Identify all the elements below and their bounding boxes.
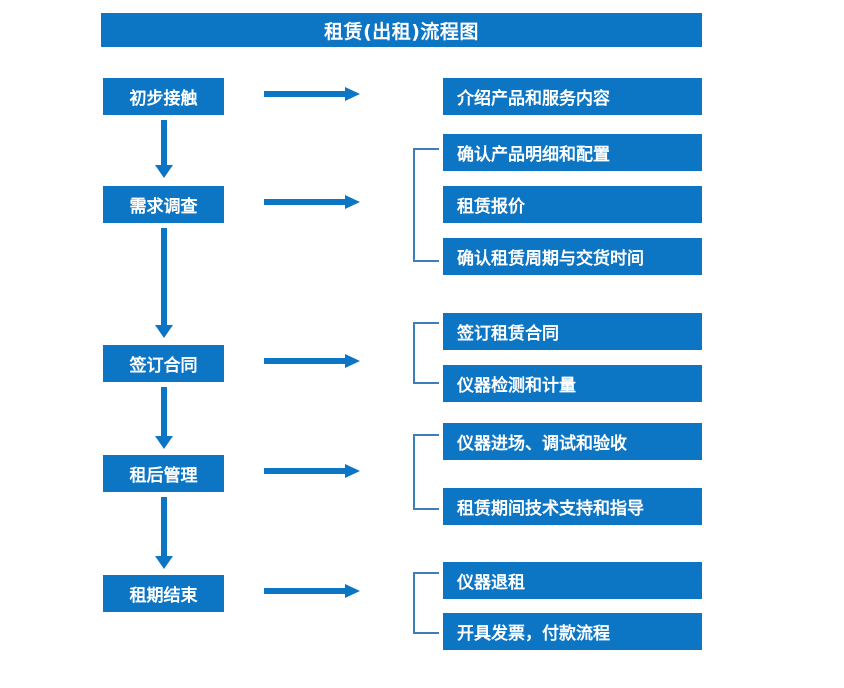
arrow-down-icon-4 xyxy=(155,497,173,569)
arrow-head xyxy=(345,195,360,209)
arrow-head xyxy=(345,584,360,598)
stage-box-4[interactable]: 租后管理 xyxy=(103,455,224,492)
arrow-right-icon-4 xyxy=(264,464,360,478)
bracket-connector-3 xyxy=(413,322,439,384)
stage-box-5[interactable]: 租期结束 xyxy=(103,575,224,612)
arrow-shaft xyxy=(161,387,167,436)
arrow-head xyxy=(155,165,173,178)
arrow-shaft xyxy=(264,91,346,97)
detail-box-1-1[interactable]: 介绍产品和服务内容 xyxy=(443,78,702,115)
arrow-down-icon-1 xyxy=(155,120,173,178)
arrow-shaft xyxy=(161,497,167,556)
arrow-head xyxy=(155,556,173,569)
arrow-head xyxy=(155,325,173,338)
stage-box-1[interactable]: 初步接触 xyxy=(103,78,224,115)
arrow-head xyxy=(345,464,360,478)
stage-box-2[interactable]: 需求调查 xyxy=(103,186,224,223)
detail-box-5-1[interactable]: 仪器退租 xyxy=(443,562,702,599)
arrow-down-icon-3 xyxy=(155,387,173,449)
stage-box-3[interactable]: 签订合同 xyxy=(103,345,224,382)
bracket-connector-2 xyxy=(413,148,439,262)
arrow-shaft xyxy=(264,358,346,364)
detail-box-3-2[interactable]: 仪器检测和计量 xyxy=(443,365,702,402)
arrow-right-icon-1 xyxy=(264,87,360,101)
arrow-right-icon-2 xyxy=(264,195,360,209)
arrow-down-icon-2 xyxy=(155,228,173,338)
arrow-shaft xyxy=(264,588,346,594)
detail-box-5-2[interactable]: 开具发票，付款流程 xyxy=(443,613,702,650)
arrow-head xyxy=(345,87,360,101)
arrow-head xyxy=(345,354,360,368)
arrow-shaft xyxy=(264,468,346,474)
page-title: 租赁(出租)流程图 xyxy=(101,13,702,47)
bracket-connector-5 xyxy=(413,572,439,634)
detail-box-4-1[interactable]: 仪器进场、调试和验收 xyxy=(443,423,702,460)
detail-box-3-1[interactable]: 签订租赁合同 xyxy=(443,313,702,350)
detail-box-2-3[interactable]: 确认租赁周期与交货时间 xyxy=(443,238,702,275)
arrow-right-icon-3 xyxy=(264,354,360,368)
detail-box-4-2[interactable]: 租赁期间技术支持和指导 xyxy=(443,488,702,525)
arrow-right-icon-5 xyxy=(264,584,360,598)
detail-box-2-1[interactable]: 确认产品明细和配置 xyxy=(443,134,702,171)
arrow-shaft xyxy=(161,120,167,165)
bracket-connector-4 xyxy=(413,434,439,510)
arrow-head xyxy=(155,436,173,449)
arrow-shaft xyxy=(264,199,346,205)
detail-box-2-2[interactable]: 租赁报价 xyxy=(443,186,702,223)
arrow-shaft xyxy=(161,228,167,325)
